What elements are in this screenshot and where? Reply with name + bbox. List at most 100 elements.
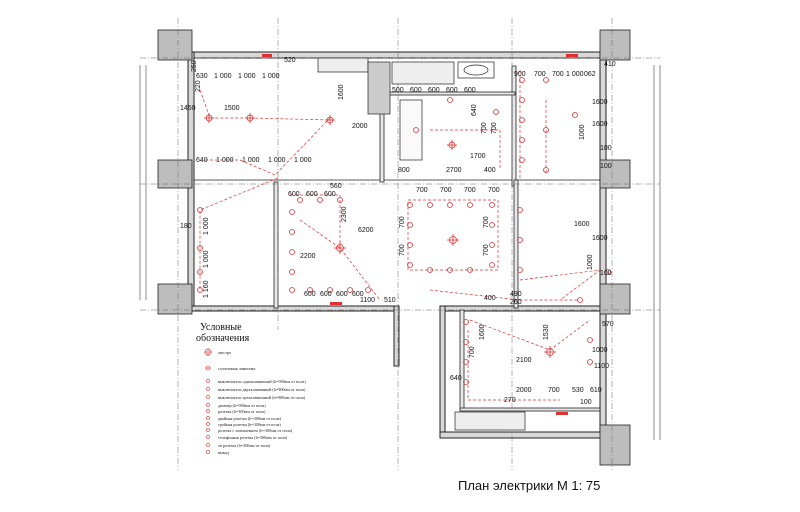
legend-item: двойная розетка (h=300мм от пола) [218,416,282,421]
svg-text:1000: 1000 [592,347,608,354]
svg-text:2200: 2200 [300,253,316,260]
svg-text:2000: 2000 [352,123,368,130]
svg-text:600: 600 [288,191,300,198]
svg-text:260: 260 [510,299,522,306]
svg-text:700: 700 [488,187,500,194]
svg-text:1530: 1530 [543,324,550,340]
legend-item: выключатель трехклавишный (h=900мм от по… [218,395,306,400]
svg-text:1 000: 1 000 [566,71,584,78]
svg-text:640: 640 [196,157,208,164]
svg-text:1 000: 1 000 [203,217,210,235]
svg-text:1 000: 1 000 [268,157,286,164]
svg-text:270: 270 [504,397,516,404]
svg-text:400: 400 [484,295,496,302]
legend-item: тройная розетка (h=300мм от пола) [218,422,281,427]
svg-text:600: 600 [306,191,318,198]
svg-text:2700: 2700 [446,167,462,174]
kitchen-fixtures [317,57,526,431]
svg-text:700: 700 [552,71,564,78]
legend-title: Условные [200,322,242,333]
svg-text:640: 640 [450,375,462,382]
legend-item: тв розетка (h=300мм от пола) [218,443,271,448]
legend-item: телефонная розетка (h=300мм от пола) [218,435,288,440]
svg-text:1 000: 1 000 [262,73,280,80]
legend-item: выключатель одноклавишный (h=900мм от по… [218,379,306,384]
columns [157,29,631,466]
svg-text:500: 500 [392,87,404,94]
svg-text:520: 520 [284,57,296,64]
svg-text:560: 560 [330,183,342,190]
svg-text:700: 700 [440,187,452,194]
svg-text:600: 600 [304,291,316,298]
svg-text:600: 600 [336,291,348,298]
light-fixtures [197,77,611,385]
svg-text:250: 250 [191,60,198,72]
svg-text:700: 700 [491,122,498,134]
svg-text:1 000: 1 000 [216,157,234,164]
svg-text:700: 700 [483,244,490,256]
legend-item: выключатель двухклавишный (h=900мм от по… [218,387,306,392]
svg-text:2000: 2000 [516,387,532,394]
svg-text:100: 100 [600,270,612,277]
svg-text:700: 700 [416,187,428,194]
svg-text:600: 600 [410,87,422,94]
svg-text:600: 600 [352,291,364,298]
svg-text:490: 490 [510,291,522,298]
svg-text:1 000: 1 000 [242,157,260,164]
svg-text:900: 900 [514,71,526,78]
svg-text:600: 600 [320,291,332,298]
svg-text:1700: 1700 [470,153,486,160]
legend-subtitle: обозначения [196,333,250,344]
svg-text:400: 400 [484,167,496,174]
svg-text:220: 220 [195,80,202,92]
svg-text:6200: 6200 [358,227,374,234]
svg-text:100: 100 [600,145,612,152]
svg-text:610: 610 [590,387,602,394]
svg-text:1600: 1600 [338,84,345,100]
svg-text:700: 700 [534,71,546,78]
svg-text:1 160: 1 160 [203,280,210,298]
svg-text:1600: 1600 [592,99,608,106]
svg-text:1000: 1000 [579,124,586,140]
svg-text:700: 700 [481,122,488,134]
svg-text:1600: 1600 [479,324,486,340]
svg-text:1 000: 1 000 [214,73,232,80]
svg-text:700: 700 [483,216,490,228]
svg-text:570: 570 [602,321,614,328]
svg-text:700: 700 [548,387,560,394]
legend-item: диммер (h=900мм от пола) [218,403,266,408]
svg-text:180: 180 [180,223,192,230]
svg-text:700: 700 [399,216,406,228]
legend-item: люстра [218,350,231,355]
window-frames [139,65,661,440]
svg-text:1 000: 1 000 [294,157,312,164]
svg-text:630: 630 [196,73,208,80]
plan-caption: План электрики М 1: 75 [458,478,601,493]
switch-markers [262,54,578,415]
svg-text:410: 410 [604,61,616,68]
svg-text:600: 600 [446,87,458,94]
svg-text:062: 062 [584,71,596,78]
legend-item: розетка с заземлением (h=300мм от пола) [218,428,293,433]
svg-text:1600: 1600 [592,121,608,128]
svg-text:600: 600 [464,87,476,94]
svg-text:1500: 1500 [224,105,240,112]
svg-text:700: 700 [464,187,476,194]
dimension-labels: 630 1 000 1 000 1 000 520 220 250 1 000 … [180,57,616,406]
svg-text:1000: 1000 [587,254,594,270]
svg-text:100: 100 [600,163,612,170]
grid-axes [140,18,660,470]
legend: Условные обозначения люстра галогенная л… [196,322,306,455]
chandelier-symbol [204,113,214,123]
svg-text:510: 510 [384,297,396,304]
svg-text:600: 600 [324,191,336,198]
svg-text:1100: 1100 [594,363,609,370]
legend-item: розетка (h=300мм от пола) [218,409,266,414]
svg-text:2300: 2300 [341,206,348,222]
svg-text:640: 640 [471,104,478,116]
svg-text:1 000: 1 000 [203,250,210,268]
svg-text:1600: 1600 [574,221,590,228]
svg-text:2100: 2100 [516,357,532,364]
svg-text:530: 530 [572,387,584,394]
